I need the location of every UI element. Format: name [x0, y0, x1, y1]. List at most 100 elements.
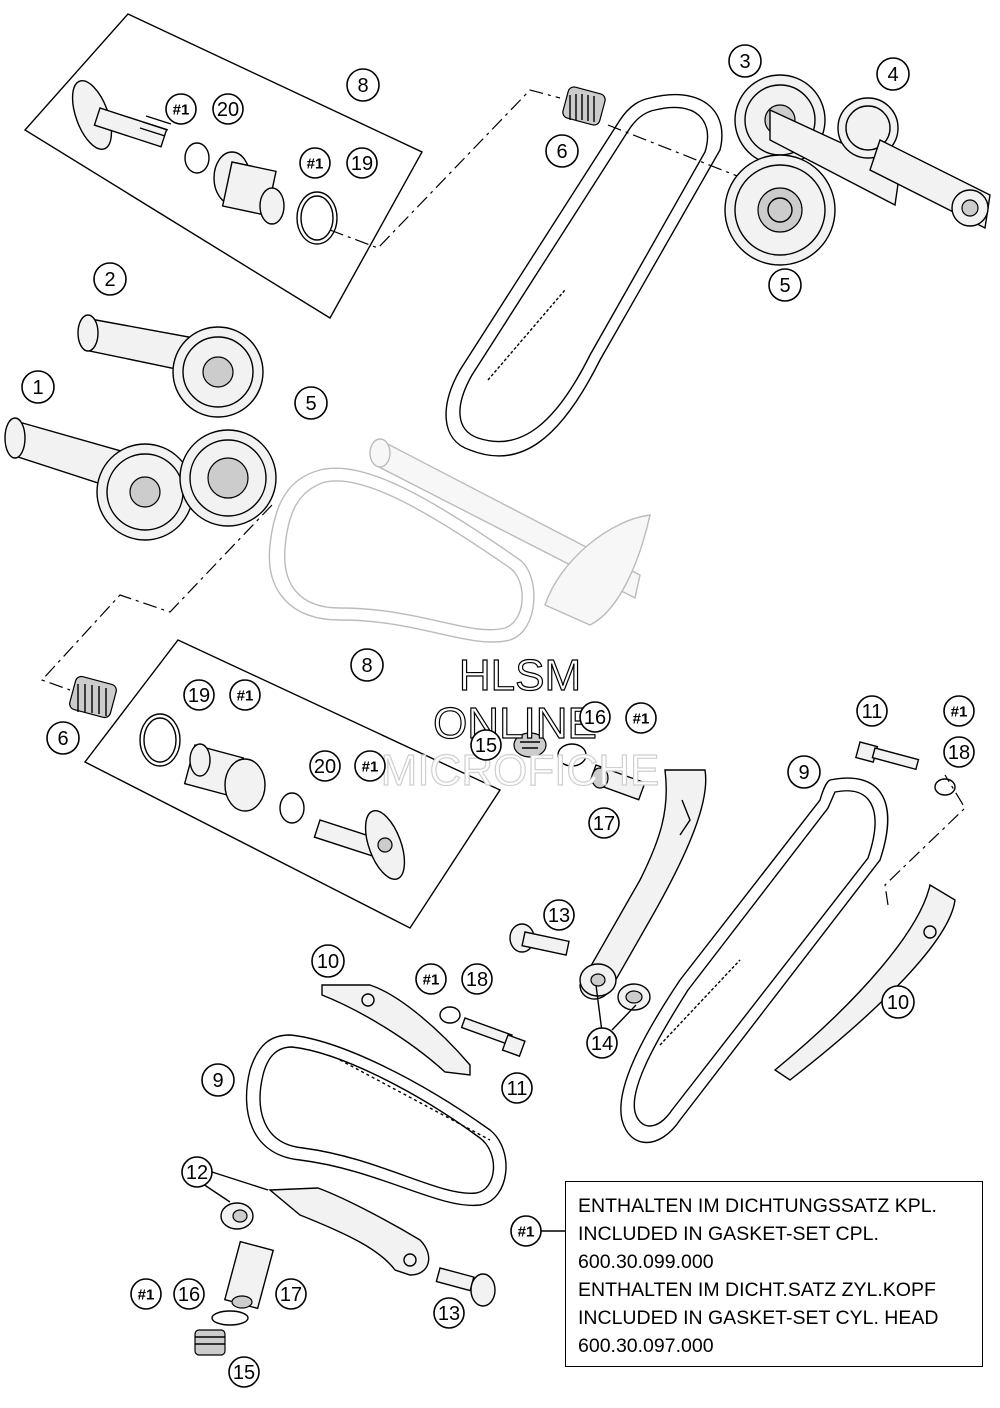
tensioner-bolt-top — [71, 80, 172, 150]
svg-text:14: 14 — [591, 1033, 613, 1055]
o-ring-bottom-large — [139, 713, 181, 767]
callout-9-right: 9 — [787, 755, 821, 789]
camshaft-1 — [4, 417, 194, 541]
o-ring-top-large — [296, 191, 338, 245]
svg-text:8: 8 — [357, 75, 368, 97]
timing-chain-right — [620, 777, 889, 1144]
svg-text:2: 2 — [104, 269, 115, 291]
crankshaft — [369, 438, 651, 626]
svg-text:5: 5 — [779, 275, 790, 297]
pivot-bushing-14 — [617, 983, 651, 1011]
intermediate-gear-5-top — [724, 154, 836, 266]
svg-text:11: 11 — [862, 701, 883, 723]
seal-ring-center — [557, 743, 587, 767]
pivot-bolt-13-lower — [435, 1267, 496, 1307]
watermark-line2: ONLINE — [433, 699, 597, 748]
svg-text:6: 6 — [556, 141, 567, 163]
legend-line-1: ENTHALTEN IM DICHTUNGSSATZ KPL. — [578, 1195, 937, 1217]
camshaft-4 — [837, 97, 991, 230]
svg-text:9: 9 — [798, 762, 809, 784]
callout-6-left: 6 — [46, 721, 80, 755]
needle-bearing-left — [69, 675, 117, 719]
kit-frame-top — [23, 13, 423, 319]
seal-ring-16-lower — [211, 1310, 249, 1326]
intermediate-gear-5-left — [179, 429, 277, 527]
bushing-top — [213, 151, 285, 225]
svg-text:13: 13 — [438, 1303, 460, 1325]
callout-hash1-b: #1 — [299, 147, 331, 179]
svg-text:17: 17 — [280, 1284, 302, 1306]
svg-text:5: 5 — [305, 393, 316, 415]
tensioner-bolt-bottom — [313, 810, 406, 880]
callout-20-top: 20 — [212, 93, 244, 125]
svg-text:#1: #1 — [307, 156, 324, 173]
svg-text:10: 10 — [887, 992, 909, 1014]
callout-10-right: 10 — [881, 985, 915, 1019]
svg-text:#1: #1 — [633, 711, 650, 728]
callout-11-right: 11 — [856, 695, 888, 727]
needle-bearing-top — [562, 86, 606, 126]
svg-text:#1: #1 — [173, 102, 190, 119]
callout-4: 4 — [876, 57, 910, 91]
svg-text:12: 12 — [186, 1162, 208, 1184]
callout-18-right: 18 — [943, 736, 975, 768]
tensioner-rail-lower — [268, 1187, 430, 1276]
svg-text:20: 20 — [217, 99, 239, 121]
svg-text:#1: #1 — [518, 1224, 535, 1241]
svg-text:1: 1 — [32, 377, 43, 399]
callout-hash1-a: #1 — [165, 93, 197, 125]
legend-box: ENTHALTEN IM DICHTUNGSSATZ KPL. INCLUDED… — [565, 1181, 983, 1367]
callout-hash1-g: #1 — [415, 963, 447, 995]
callout-hash1-c: #1 — [229, 679, 261, 711]
bushing-12 — [220, 1202, 254, 1230]
callout-hash1-h: #1 — [130, 1278, 162, 1310]
guide-rail-right — [773, 883, 956, 1081]
svg-text:13: 13 — [548, 905, 570, 927]
svg-text:8: 8 — [361, 655, 372, 677]
svg-text:9: 9 — [212, 1070, 223, 1092]
guide-rail-left — [321, 984, 471, 1076]
svg-text:4: 4 — [887, 64, 898, 86]
svg-text:18: 18 — [948, 742, 970, 764]
callout-6-top: 6 — [545, 134, 579, 168]
callout-1: 1 — [21, 370, 55, 404]
washer-18-left — [439, 1006, 461, 1024]
svg-text:#1: #1 — [138, 1287, 155, 1304]
svg-text:19: 19 — [188, 685, 210, 707]
svg-text:15: 15 — [475, 735, 497, 757]
sleeve-17-lower — [223, 1240, 275, 1310]
callout-15-lower: 15 — [228, 1356, 260, 1388]
legend-line-2: INCLUDED IN GASKET-SET CPL. — [578, 1223, 879, 1245]
callout-10-left: 10 — [311, 944, 345, 978]
bolt-11-left — [460, 1017, 526, 1058]
svg-text:16: 16 — [584, 707, 606, 729]
timing-chain-rear — [268, 467, 535, 643]
callout-19-bottom: 19 — [183, 679, 215, 711]
svg-text:10: 10 — [317, 951, 339, 973]
callout-hash1-legend: #1 — [510, 1215, 542, 1247]
washer-18-right — [934, 778, 956, 796]
callout-hash1-d: #1 — [354, 750, 386, 782]
callout-12: 12 — [181, 1156, 213, 1188]
svg-text:#1: #1 — [951, 704, 968, 721]
callout-14: 14 — [586, 1027, 618, 1059]
svg-text:16: 16 — [178, 1284, 200, 1306]
svg-text:#1: #1 — [362, 759, 379, 776]
pivot-bolt-13-right — [509, 923, 570, 956]
callout-20-bottom: 20 — [309, 750, 341, 782]
kit-frame-bottom — [83, 639, 502, 929]
o-ring-top-small — [184, 142, 210, 174]
callout-9-left: 9 — [201, 1063, 235, 1097]
callout-8-top: 8 — [346, 68, 380, 102]
o-ring-bottom-small — [279, 792, 305, 824]
svg-text:19: 19 — [351, 153, 373, 175]
legend-line-6: 600.30.097.000 — [578, 1335, 714, 1357]
svg-text:15: 15 — [233, 1362, 255, 1384]
plug-screw-center — [513, 732, 547, 758]
timing-chain-lower — [245, 1034, 507, 1207]
sleeve-center — [588, 764, 646, 801]
callout-17-center: 17 — [588, 807, 620, 839]
callout-13-lower: 13 — [433, 1297, 465, 1329]
callout-2: 2 — [93, 262, 127, 296]
